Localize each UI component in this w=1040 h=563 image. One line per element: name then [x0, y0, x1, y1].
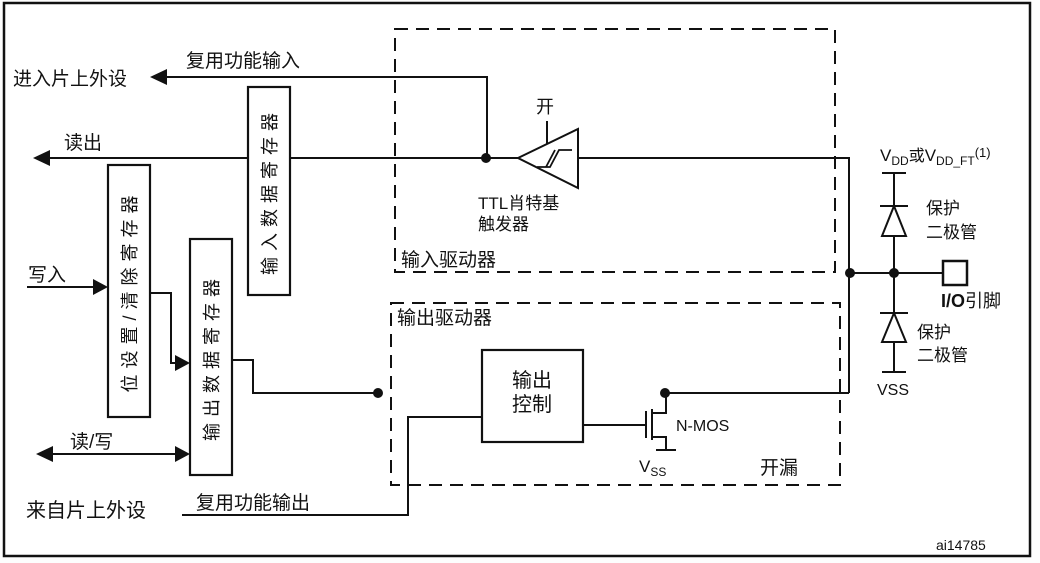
- output-control-box: [480, 348, 585, 444]
- vss-label: VSS: [877, 382, 909, 399]
- arrowhead-write: [93, 279, 108, 295]
- wire-af-output: [182, 416, 482, 516]
- junction-drain: [660, 388, 670, 398]
- diode-lower-label-1: 保护: [917, 323, 951, 342]
- junction-outreg: [373, 388, 383, 398]
- input-driver-label: 输入驱动器: [401, 249, 496, 271]
- input-data-register-box: [246, 85, 292, 297]
- nmos-drain-lead: [652, 397, 667, 414]
- trigger-label-1: TTL肖特基: [478, 194, 559, 213]
- vdd-or: 或: [909, 147, 925, 165]
- to-peripheral-label: 进入片上外设: [13, 68, 127, 90]
- write-label: 写入: [28, 265, 66, 286]
- output-control-label-1: 输出: [512, 369, 552, 392]
- arrowhead-bitset-to-outreg: [175, 355, 190, 371]
- arrowhead-read: [33, 150, 50, 166]
- figure-id: ai14785: [936, 537, 986, 553]
- io-pin-bold: I/O: [941, 291, 965, 311]
- arrowhead-rw-left: [36, 446, 53, 462]
- open-drain-label: 开漏: [760, 457, 798, 479]
- wire-bitset-to-outreg: [150, 292, 176, 364]
- nmos-vss-v: V: [639, 457, 651, 476]
- output-data-register-label: 输出数据寄存器: [202, 273, 222, 441]
- schmitt-trigger-icon: [515, 127, 579, 190]
- read-write-label: 读/写: [70, 431, 113, 453]
- output-data-register-box: [188, 237, 234, 477]
- vdd-sub1: DD: [891, 154, 909, 168]
- output-control-label-2: 控制: [512, 393, 552, 416]
- vdd-sub2: DD_FT: [936, 154, 975, 168]
- vdd-v1: V: [880, 146, 892, 165]
- diode-upper-label-1: 保护: [926, 199, 960, 218]
- diode-upper-label-2: 二极管: [926, 223, 977, 242]
- bit-set-clear-register-label: 位设置/清除寄存器: [120, 189, 140, 392]
- wire-outreg-out: [232, 359, 374, 394]
- junction-read-af: [481, 153, 491, 163]
- nmos-vss-sub: SS: [650, 465, 666, 479]
- bit-set-clear-register-box: [106, 163, 152, 419]
- diode-lower-label-2: 二极管: [917, 346, 968, 365]
- nmos-source-lead: [652, 436, 667, 450]
- vdd-label: VDD或VDD_FT(1): [880, 145, 991, 168]
- read-label: 读出: [64, 132, 102, 154]
- arrowhead-af-input: [150, 69, 167, 85]
- hysteresis-icon: [537, 149, 572, 168]
- trigger-label-2: 触发器: [478, 215, 529, 234]
- wire-trigger-input: [578, 157, 850, 393]
- vdd-v2: V: [925, 146, 937, 165]
- from-peripheral-label: 来自片上外设: [26, 499, 146, 522]
- arrowhead-rw-right: [175, 446, 190, 462]
- input-driver-box: [394, 28, 836, 273]
- figure-border: [2, 1, 1032, 558]
- wire-af-input: [163, 76, 488, 158]
- input-data-register-label: 输入数据寄存器: [260, 107, 280, 275]
- junction-io-left: [845, 268, 855, 278]
- af-output-label: 复用功能输出: [196, 492, 310, 514]
- nmos-vss-label: VSS: [639, 457, 666, 479]
- nmos-label: N-MOS: [676, 418, 729, 435]
- io-pin-rest: 引脚: [965, 291, 1001, 311]
- io-pin-label: I/O引脚: [941, 291, 1001, 311]
- output-driver-label: 输出驱动器: [397, 307, 492, 329]
- af-input-label: 复用功能输入: [186, 50, 300, 72]
- io-pin-icon: [941, 259, 969, 287]
- vdd-sup: (1): [975, 145, 991, 160]
- trigger-on-label: 开: [536, 97, 554, 117]
- hysteresis-icon-slant: [545, 149, 556, 168]
